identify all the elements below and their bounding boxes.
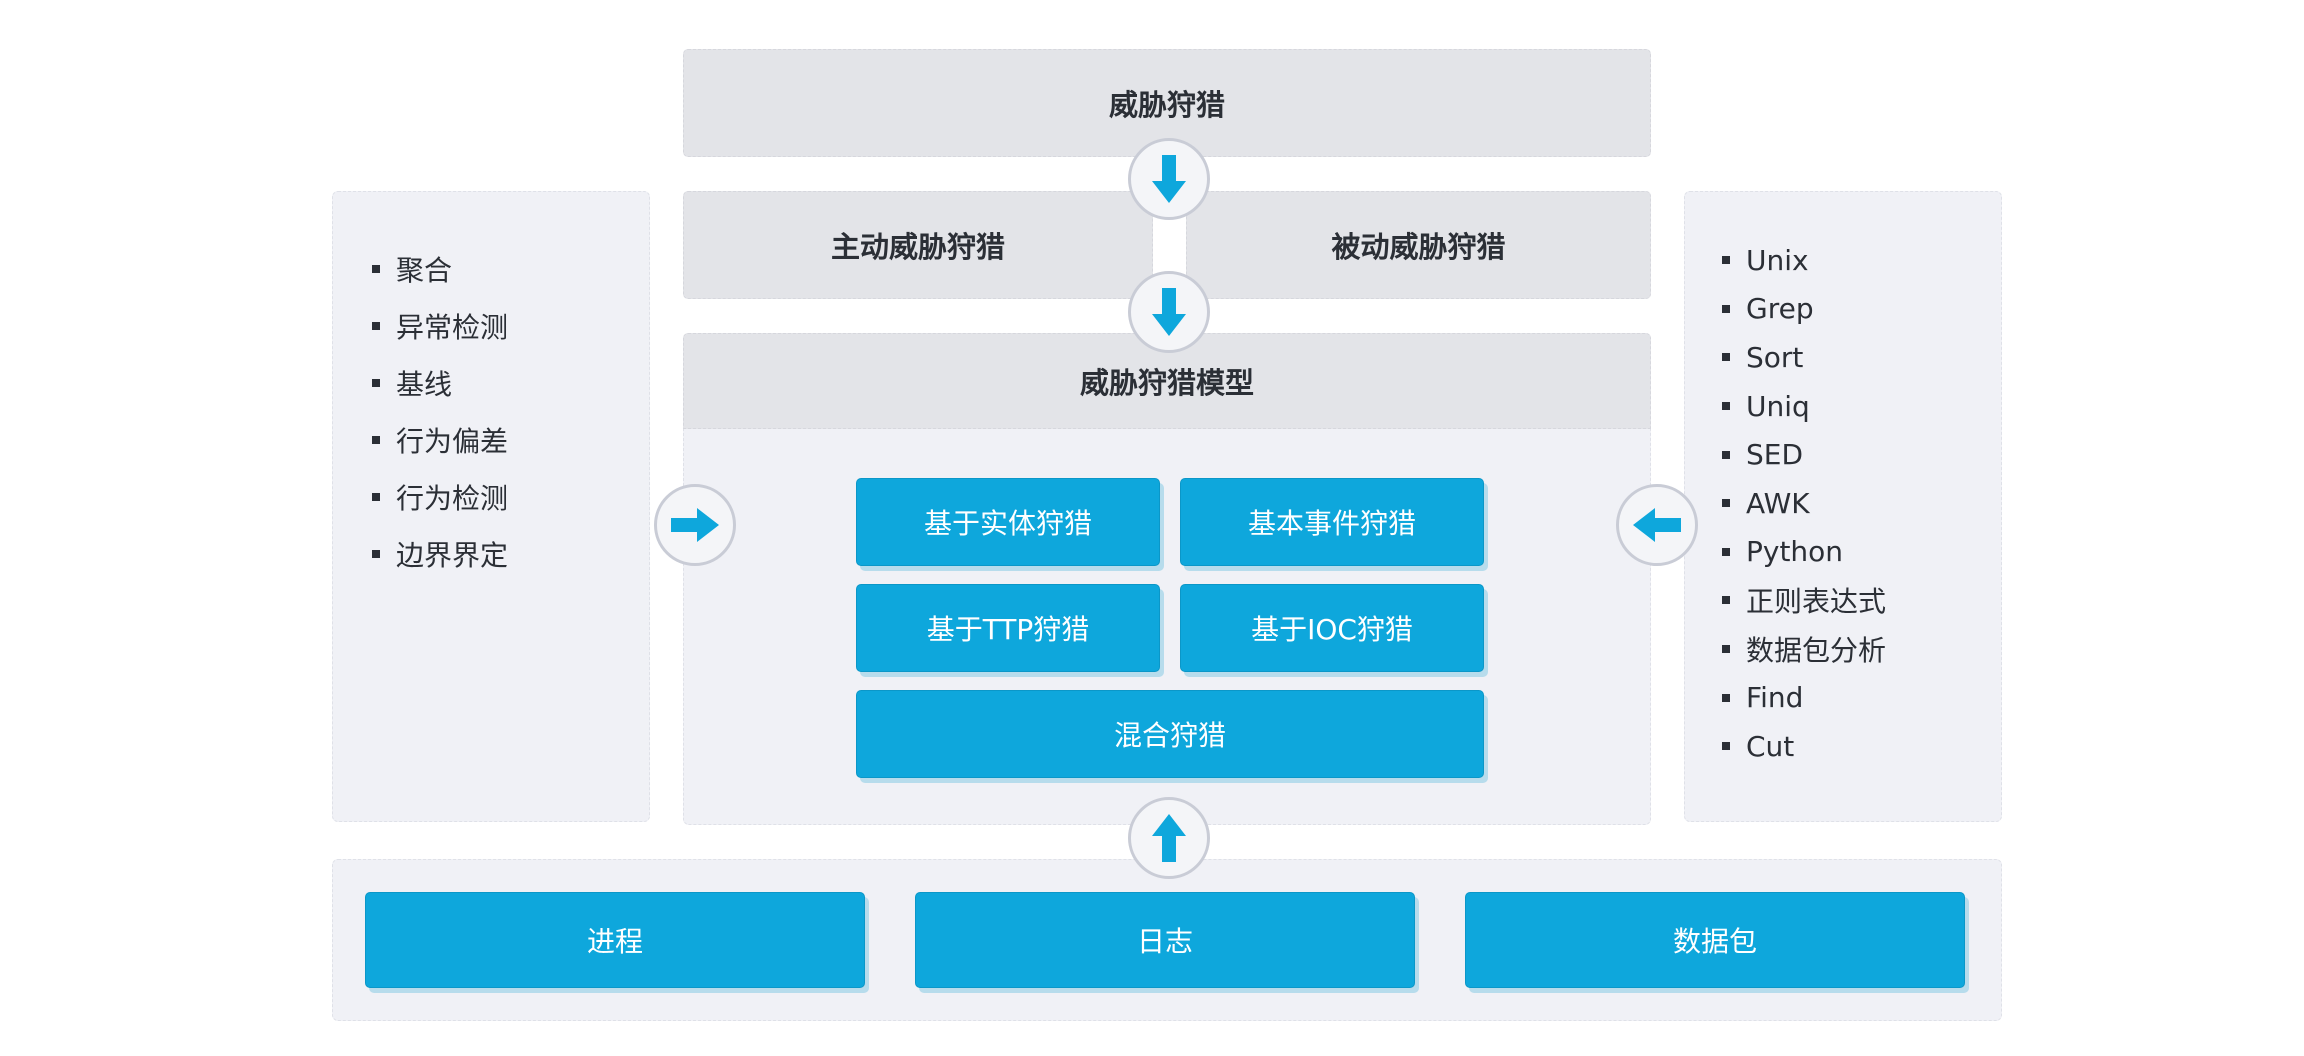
list-item: 边界界定 [372,525,508,582]
passive-hunting-bar: 被动威胁狩猎 [1186,191,1651,299]
process-source-box: 进程 [365,892,865,988]
right-tool-panel [1684,191,2002,822]
packet-source-box: 数据包 [1465,892,1965,988]
list-item: Find [1722,673,1886,722]
active-hunting-bar: 主动威胁狩猎 [683,191,1153,299]
entity-hunting-box: 基于实体狩猎 [856,478,1160,566]
active-hunting-label: 主动威胁狩猎 [830,230,1005,264]
arrow-left-icon [1633,508,1681,542]
passive-hunting-label: 被动威胁狩猎 [1331,230,1506,264]
list-item: 异常检测 [372,297,508,354]
ioc-hunting-box: 基于IOC狩猎 [1180,584,1484,672]
arrow-down-icon [1152,288,1186,336]
arrow-right-icon [671,508,719,542]
arrow-right-circle [654,484,736,566]
list-item: 数据包分析 [1722,625,1886,674]
list-item: AWK [1722,479,1886,528]
list-item: Python [1722,528,1886,577]
arrow-down-icon [1152,155,1186,203]
arrow-up-circle [1128,797,1210,879]
list-item: Cut [1722,722,1886,771]
hybrid-hunting-box: 混合狩猎 [856,690,1484,778]
list-item: SED [1722,430,1886,479]
list-item: 行为偏差 [372,411,508,468]
list-item: Sort [1722,333,1886,382]
list-item: Unix [1722,236,1886,285]
list-item: 聚合 [372,240,508,297]
threat-hunting-title: 威胁狩猎 [1108,88,1225,122]
log-source-box: 日志 [915,892,1415,988]
arrow-down-circle [1128,271,1210,353]
ttp-hunting-box: 基于TTP狩猎 [856,584,1160,672]
list-item: 基线 [372,354,508,411]
arrow-left-circle [1616,484,1698,566]
left-method-list: 聚合 异常检测 基线 行为偏差 行为检测 边界界定 [372,240,508,582]
left-method-panel [332,191,650,822]
list-item: Uniq [1722,382,1886,431]
event-hunting-box: 基本事件狩猎 [1180,478,1484,566]
arrow-up-icon [1152,814,1186,862]
list-item: 正则表达式 [1722,576,1886,625]
list-item: Grep [1722,285,1886,334]
hunting-model-title: 威胁狩猎模型 [1079,366,1254,400]
arrow-down-circle [1128,138,1210,220]
list-item: 行为检测 [372,468,508,525]
right-tool-list: Unix Grep Sort Uniq SED AWK Python 正则表达式… [1722,236,1886,771]
